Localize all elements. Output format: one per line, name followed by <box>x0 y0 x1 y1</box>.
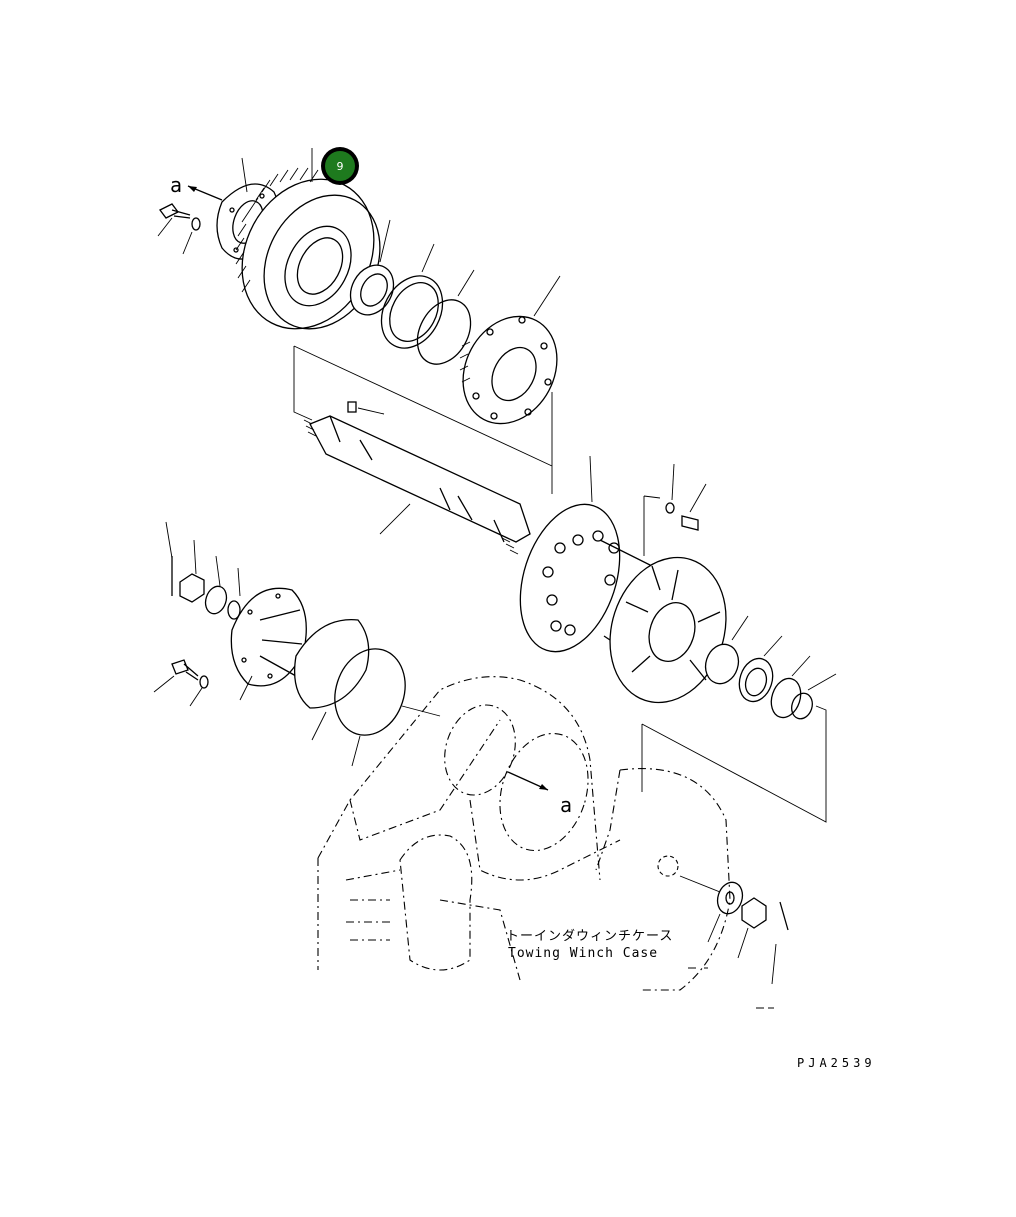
bolt-washer-middle-right <box>665 463 707 531</box>
main-shaft <box>303 401 531 555</box>
case-label-english: Towing Winch Case <box>508 946 658 961</box>
large-spur-gear <box>235 148 381 330</box>
callout-badge: 9 <box>321 147 359 185</box>
bracket-upper <box>293 345 553 494</box>
reference-letter-upper: a <box>170 173 182 197</box>
callout-number: 9 <box>337 160 344 173</box>
snap-ring-upper <box>380 243 444 349</box>
washer-upper-left <box>182 217 201 255</box>
reference-arrow-lower: a <box>507 771 572 817</box>
upper-assembly: a 9 <box>157 147 561 425</box>
bearing-upper <box>349 219 395 316</box>
hub-flange-upper <box>459 275 561 425</box>
o-ring-upper <box>416 269 475 365</box>
winch-drum <box>519 455 727 704</box>
bolt-upper-left <box>157 203 191 237</box>
lower-right-parts <box>688 881 789 1009</box>
bearing-stack-right <box>704 615 837 720</box>
reference-letter-lower: a <box>560 793 572 817</box>
case-label-japanese: トーインダウィンチケース <box>506 929 673 944</box>
bracket-lower-right <box>641 705 827 823</box>
drawing-code: PJA2539 <box>797 1056 876 1070</box>
left-cover-assembly <box>165 521 406 767</box>
towing-winch-case-outline <box>317 676 731 991</box>
bracket-middle <box>643 495 661 556</box>
reference-arrow-upper: a <box>170 173 223 201</box>
bolt-washer-lower-left <box>153 659 209 707</box>
